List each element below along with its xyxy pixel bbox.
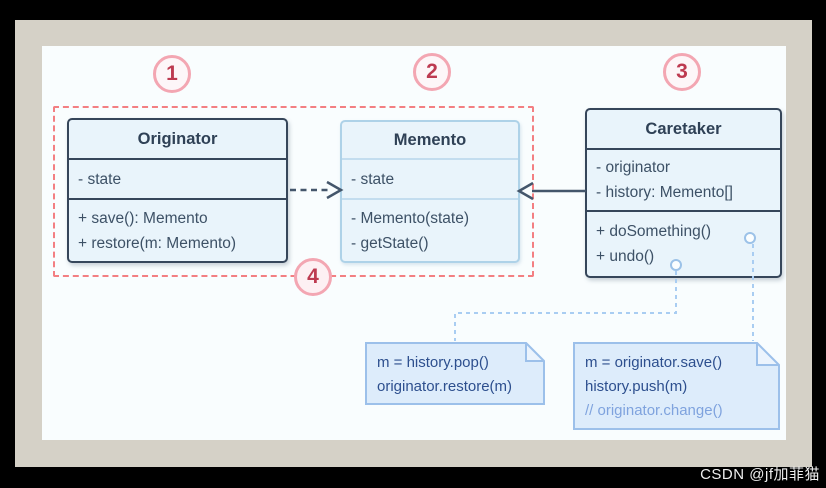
memento-methods: - Memento(state) - getState() [342,198,518,261]
step-badge-3-label: 3 [676,60,688,83]
note-shape [365,342,545,405]
note-undo-code: m = history.pop() originator.restore(m) [365,342,545,405]
step-badge-2: 2 [413,53,451,91]
memento-method-constructor: - Memento(state) [351,209,470,227]
class-box-memento: Memento - state - Memento(state) - getSt… [340,120,520,263]
originator-method-restore: + restore(m: Memento) [78,234,237,252]
originator-attributes: - state [69,158,286,198]
note-save-code: m = originator.save() history.push(m) //… [573,342,780,430]
caretaker-attributes: - originator - history: Memento[] [587,148,780,210]
originator-methods: + save(): Memento + restore(m: Memento) [69,198,286,261]
step-badge-4: 4 [294,258,332,296]
save-note-line-1: m = originator.save() [585,354,723,371]
class-name-caretaker: Caretaker [645,119,722,138]
csdn-watermark: CSDN @jf加菲猫 [700,466,820,483]
caretaker-attr-originator: - originator [596,159,671,176]
memento-attributes: - state [342,158,518,198]
caretaker-methods: + doSomething() + undo() [587,210,780,276]
caretaker-attr-history: - history: Memento[] [596,184,733,201]
note-shape [573,342,780,430]
step-badge-1: 1 [153,55,191,93]
undo-note-line-2: originator.restore(m) [377,377,513,395]
step-badge-4-label: 4 [307,265,319,288]
class-box-caretaker: Caretaker - originator - history: Mement… [585,108,782,278]
save-note-line-3: // originator.change() [585,402,723,419]
step-badge-3: 3 [663,53,701,91]
caretaker-method-undo: + undo() [596,248,655,265]
class-box-originator: Originator - state + save(): Memento + r… [67,118,288,263]
caretaker-method-dosomething: + doSomething() [596,223,712,240]
class-name-originator: Originator [137,129,218,148]
originator-attr-state: - state [78,170,122,188]
memento-attr-state: - state [351,170,395,188]
save-note-line-2: history.push(m) [585,378,688,395]
memento-method-getstate: - getState() [351,234,429,252]
class-name-memento: Memento [393,130,467,149]
step-badge-2-label: 2 [426,60,438,83]
step-badge-1-label: 1 [166,62,178,85]
originator-method-save: + save(): Memento [78,209,208,227]
undo-note-line-1: m = history.pop() [377,354,489,371]
